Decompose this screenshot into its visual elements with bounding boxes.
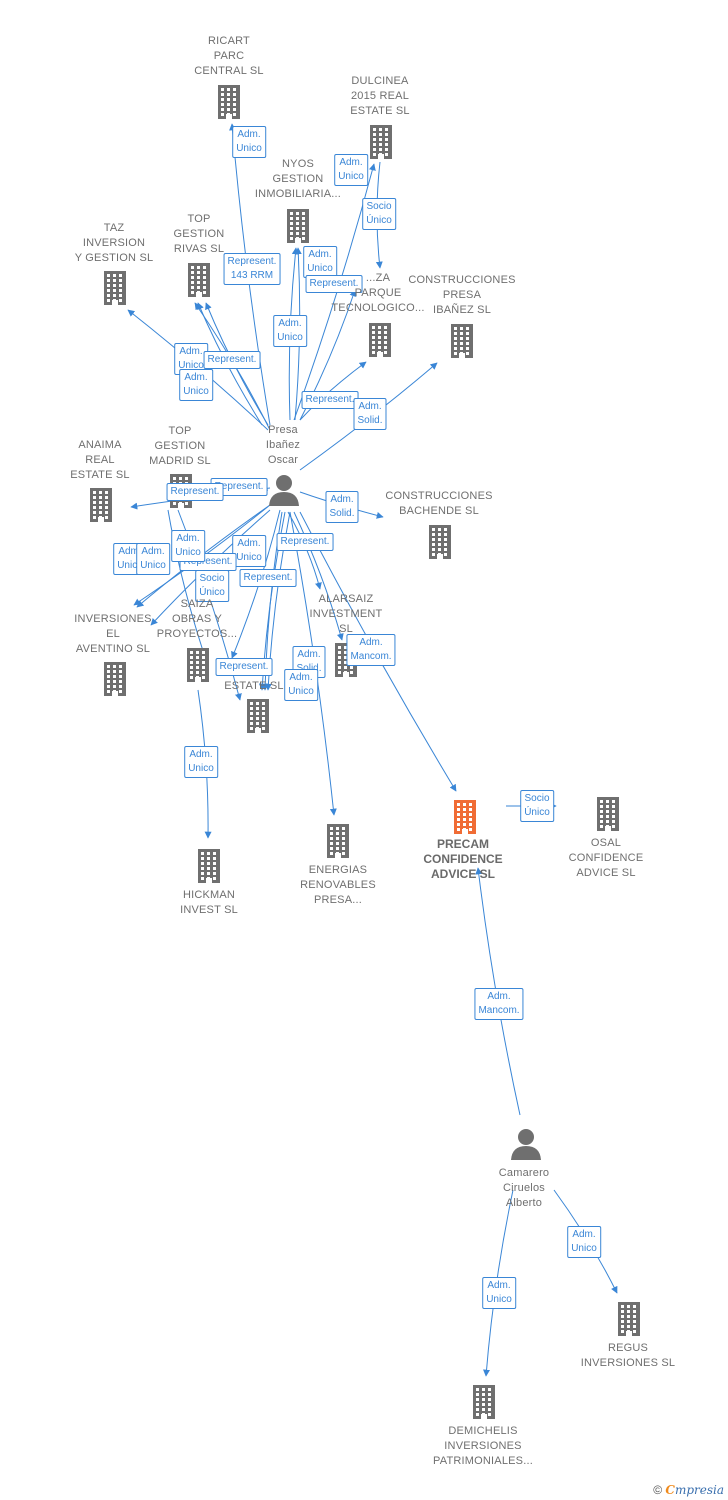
edge-label-presa-anaima[interactable]: Represent. bbox=[210, 478, 268, 496]
node-label-camarero[interactable]: Camarero Ciruelos Alberto bbox=[498, 1167, 550, 1209]
node-label-aventino[interactable]: INVERSIONES EL AVENTINO SL bbox=[74, 613, 152, 655]
edge-label-camarero-demichelis[interactable]: Adm. Unico bbox=[482, 1277, 516, 1309]
edge-label-camarero-precam[interactable]: Adm. Mancom. bbox=[474, 988, 524, 1020]
building-icon-regus[interactable] bbox=[618, 1302, 640, 1336]
building-icon-energias[interactable] bbox=[327, 824, 349, 858]
footer-brand: © Cmpresia bbox=[653, 1483, 724, 1497]
building-icon-saizaobras[interactable] bbox=[187, 648, 209, 682]
node-label-construpresa[interactable]: CONSTRUCCIONES PRESA IBAÑEZ SL bbox=[408, 274, 516, 316]
node-label-dulcinea[interactable]: DULCINEA 2015 REAL ESTATE SL bbox=[350, 75, 410, 117]
node-label-anaima[interactable]: ANAIMA REAL ESTATE SL bbox=[70, 439, 130, 481]
copyright-symbol: © bbox=[653, 1483, 663, 1497]
node-label-ricart[interactable]: RICART PARC CENTRAL SL bbox=[194, 35, 264, 77]
empresia-logo: Cmpresia bbox=[665, 1483, 724, 1497]
edge-label-precam-osal[interactable]: Socio Único bbox=[520, 790, 554, 822]
edge-label-presa-toprivas[interactable]: Adm. Unico bbox=[179, 369, 213, 401]
edge-label-dulcinea-saizaparque[interactable]: Socio Único bbox=[362, 198, 396, 230]
edge-label-presa-estate[interactable]: Adm. Unico bbox=[171, 530, 205, 562]
edge-label-presa-dulcinea[interactable]: Adm. Unico bbox=[334, 154, 368, 186]
edge-label-presa-alarsaiz[interactable]: Adm. Mancom. bbox=[346, 634, 396, 666]
building-icon-dulcinea[interactable] bbox=[370, 125, 392, 159]
edge-label-presa-saizaparque[interactable]: Represent. bbox=[301, 391, 359, 409]
edge-label-presa-estate[interactable]: Represent. bbox=[239, 569, 297, 587]
person-icon-presa[interactable] bbox=[269, 475, 299, 506]
edge-label-topmadrid-estate[interactable]: Socio Único bbox=[195, 570, 229, 602]
building-icon-precam[interactable] bbox=[454, 800, 476, 834]
node-label-nyos[interactable]: NYOS GESTION INMOBILIARIA... bbox=[254, 158, 342, 200]
node-label-taz[interactable]: TAZ INVERSION Y GESTION SL bbox=[74, 222, 154, 264]
building-icon-aventino[interactable] bbox=[104, 662, 126, 696]
building-icon-osal[interactable] bbox=[597, 797, 619, 831]
node-label-toprivas[interactable]: TOP GESTION RIVAS SL bbox=[173, 213, 225, 255]
node-label-estate[interactable]: ESTATE SL bbox=[224, 680, 284, 692]
building-icon-hickman[interactable] bbox=[198, 849, 220, 883]
edge-label-presa-aventino[interactable]: Adm. Unico bbox=[136, 543, 170, 575]
edge-label-presa-bachende[interactable]: Adm. Solid. bbox=[325, 491, 359, 523]
building-icon-toprivas[interactable] bbox=[188, 263, 210, 297]
node-label-saizaparque[interactable]: ...ZA PARQUE TECNOLOGICO... bbox=[331, 272, 425, 314]
node-label-alarsaiz[interactable]: ALARSAIZ INVESTMENT SL bbox=[309, 593, 383, 635]
edge-label-camarero-regus[interactable]: Adm. Unico bbox=[567, 1226, 601, 1258]
building-icon-saizaparque[interactable] bbox=[369, 323, 391, 357]
edge-presa-alarsaiz bbox=[293, 511, 344, 641]
edge-label-presa-saizaobras[interactable]: Adm. Unico bbox=[232, 535, 266, 567]
edge-label-saizaobras-hickman[interactable]: Adm. Unico bbox=[184, 746, 218, 778]
edge-label-presa-estate[interactable]: Adm. Unico bbox=[284, 669, 318, 701]
edge-label-presa-ricart[interactable]: Adm. Unico bbox=[232, 126, 266, 158]
node-label-bachende[interactable]: CONSTRUCCIONES BACHENDE SL bbox=[385, 490, 493, 517]
node-label-energias[interactable]: ENERGIAS RENOVABLES PRESA... bbox=[300, 864, 376, 906]
node-label-hickman[interactable]: HICKMAN INVEST SL bbox=[180, 889, 238, 916]
edge-label-presa-alarsaiz[interactable]: Represent. bbox=[276, 533, 334, 551]
edge-label-presa-construpresa[interactable]: Adm. Solid. bbox=[353, 398, 387, 430]
edge-label-presa-toprivas[interactable]: Represent. bbox=[203, 351, 261, 369]
building-icon-estate[interactable] bbox=[247, 699, 269, 733]
edge-label-presa-saizaparque[interactable]: Represent. bbox=[305, 275, 363, 293]
edge-label-presa-toprivas[interactable]: Represent. 143 RRM bbox=[223, 253, 281, 285]
building-icon-construpresa[interactable] bbox=[451, 324, 473, 358]
building-icon-bachende[interactable] bbox=[429, 525, 451, 559]
node-label-saizaobras[interactable]: SAIZA OBRAS Y PROYECTOS... bbox=[156, 598, 238, 640]
building-icon-anaima[interactable] bbox=[90, 488, 112, 522]
person-icon-camarero[interactable] bbox=[511, 1129, 541, 1160]
node-label-topmadrid[interactable]: TOP GESTION MADRID SL bbox=[149, 425, 211, 467]
edge-label-presa-nyos[interactable]: Adm. Unico bbox=[303, 246, 337, 278]
node-label-demichelis[interactable]: DEMICHELIS INVERSIONES PATRIMONIALES... bbox=[433, 1425, 533, 1467]
building-icon-nyos[interactable] bbox=[287, 209, 309, 243]
node-label-presa[interactable]: Presa Ibañez Oscar bbox=[265, 424, 301, 466]
node-label-precam[interactable]: PRECAM CONFIDENCE ADVICE SL bbox=[423, 837, 503, 881]
edge-label-presa-estate[interactable]: Represent. bbox=[215, 658, 273, 676]
building-icon-taz[interactable] bbox=[104, 271, 126, 305]
building-icon-demichelis[interactable] bbox=[473, 1385, 495, 1419]
edge-label-presa-topmadrid[interactable]: Represent. bbox=[166, 483, 224, 501]
edge-label-presa-nyos[interactable]: Adm. Unico bbox=[273, 315, 307, 347]
building-icon-ricart[interactable] bbox=[218, 85, 240, 119]
node-label-osal[interactable]: OSAL CONFIDENCE ADVICE SL bbox=[568, 837, 644, 879]
node-label-regus[interactable]: REGUS INVERSIONES SL bbox=[580, 1342, 676, 1369]
edge-presa-estate bbox=[167, 509, 208, 661]
